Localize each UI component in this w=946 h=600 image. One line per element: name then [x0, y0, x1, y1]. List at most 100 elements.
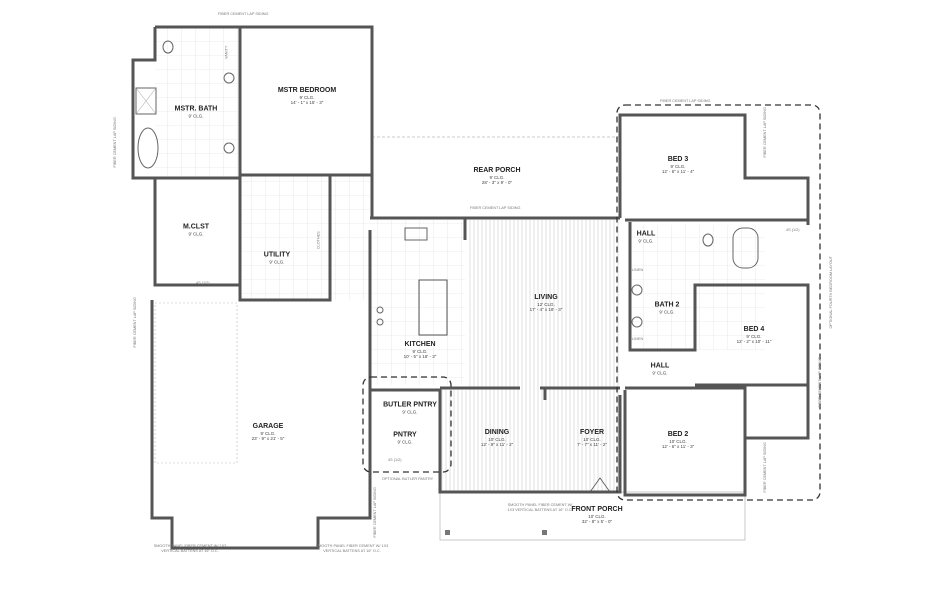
- vanity-label: VANITY: [224, 45, 229, 59]
- shelf-label: 4S (1/2): [196, 281, 210, 285]
- kitchen-sink: [404, 227, 428, 241]
- kitchen-floor: [370, 220, 465, 385]
- room-name: MSTR. BATH: [174, 105, 218, 113]
- siding-note: FIBER CEMENT LAP SIDING: [372, 487, 377, 538]
- bathtub: [137, 127, 159, 169]
- room-dims: 12' - 9" x 11' - 2": [480, 442, 514, 448]
- room-name: PNTRY: [393, 431, 417, 439]
- sink-bath2: [631, 316, 643, 328]
- walls: [131, 25, 810, 550]
- bathtub-bath2: [732, 227, 759, 269]
- room-ceiling: 9' CLG.: [489, 174, 505, 180]
- siding-note: FIBER CEMENT LAP SIDING: [218, 12, 269, 16]
- room-dims: 14' - 1" x 15' - 3": [290, 100, 324, 106]
- room-name: BUTLER PNTRY: [383, 401, 437, 409]
- linen-label: LINEN: [632, 268, 644, 272]
- room-name: DINING: [484, 428, 510, 436]
- optional-bedroom-outline: [616, 104, 821, 501]
- room-name: BATH 2: [654, 301, 680, 309]
- room-ceiling: 10' CLG.: [669, 438, 687, 444]
- siding-note: FIBER CEMENT LAP SIDING: [112, 117, 117, 168]
- siding-note: FIBER CEMENT LAP SIDING: [817, 357, 822, 408]
- batten-note: SMOOTH PANEL FIBER CEMENT W/ 1X3 VERTICA…: [315, 544, 389, 553]
- sink: [223, 142, 235, 154]
- room-ceiling: 9' CLG.: [652, 370, 668, 376]
- siding-note: FIBER CEMENT LAP SIDING: [762, 107, 767, 158]
- room-name: BED 2: [667, 430, 689, 438]
- batten-note: SMOOTH PANEL FIBER CEMENT W/ 1X3 VERTICA…: [153, 544, 227, 553]
- living-floor: [467, 220, 620, 390]
- optional-butler-note: OPTIONAL BUTLER PANTRY: [382, 477, 434, 481]
- dining-foyer-floor: [440, 390, 620, 492]
- cooktop: [376, 318, 384, 326]
- room-ceiling: 9' CLG.: [299, 94, 315, 100]
- room-name: BED 3: [667, 155, 689, 163]
- optional-bedroom-note: OPTIONAL FOURTH BEDROOM LAYOUT: [828, 256, 833, 329]
- room-name: KITCHEN: [404, 340, 436, 348]
- room-ceiling: 10' CLG.: [588, 513, 606, 519]
- shower: [135, 87, 157, 115]
- room-name: HALL: [650, 362, 670, 370]
- room-ceiling: 9' CLG.: [402, 409, 418, 415]
- room-ceiling: 9' CLG.: [188, 231, 204, 237]
- shelf-label: 4S (1/2): [388, 458, 402, 462]
- room-ceiling: 9' CLG.: [659, 309, 675, 315]
- room-ceiling: 10' CLG.: [583, 436, 601, 442]
- optional-butler-outline: [362, 376, 452, 473]
- room-name: REAR PORCH: [473, 166, 521, 174]
- foyer-doors: [589, 477, 611, 493]
- siding-note: FIBER CEMENT LAP SIDING: [660, 99, 711, 103]
- porch-post: [542, 530, 547, 535]
- cooktop: [376, 306, 384, 314]
- room-ceiling: 9' CLG.: [412, 348, 428, 354]
- siding-note: FIBER CEMENT LAP SIDING: [762, 442, 767, 493]
- garage-parking-outline: [154, 302, 238, 464]
- room-name: UTILITY: [263, 251, 291, 259]
- room-dims: 7' - 7" x 11' - 2": [577, 442, 607, 448]
- room-name: GARAGE: [252, 422, 284, 430]
- siding-note: FIBER CEMENT LAP SIDING: [132, 297, 137, 348]
- utility-floor: [240, 175, 370, 300]
- room-ceiling: 9' CLG.: [188, 113, 204, 119]
- room-dims: 12' - 2" x 10' - 11": [736, 339, 772, 345]
- shelf-label: 4S (1/2): [786, 228, 800, 232]
- room-name: BED 4: [743, 325, 765, 333]
- room-ceiling: 9' CLG.: [260, 430, 276, 436]
- room-name: M.CLST: [182, 223, 210, 231]
- room-name: FRONT PORCH: [571, 505, 623, 513]
- room-dims: 23' - 9" x 21' - 5": [251, 436, 285, 442]
- room-ceiling: 9' CLG.: [397, 439, 413, 445]
- room-dims: 17' - 4" x 18' - 3": [529, 307, 563, 313]
- room-dims: 28' - 3" x 9' - 0": [481, 180, 513, 186]
- porch-post: [445, 530, 450, 535]
- room-dims: 10' - 5" x 18' - 3": [403, 354, 437, 360]
- room-name: MSTR BEDROOM: [277, 86, 337, 94]
- room-ceiling: 9' CLG.: [746, 333, 762, 339]
- room-ceiling: 9' CLG.: [670, 163, 686, 169]
- room-dims: 12' - 6" x 11' - 4": [661, 169, 695, 175]
- sink: [223, 72, 235, 84]
- toilet-bath2: [702, 233, 714, 247]
- room-name: HALL: [636, 230, 656, 238]
- bath2-floor: [630, 225, 765, 350]
- room-dims: 12' - 6" x 11' - 3": [661, 444, 695, 450]
- room-ceiling: 9' CLG.: [269, 259, 285, 265]
